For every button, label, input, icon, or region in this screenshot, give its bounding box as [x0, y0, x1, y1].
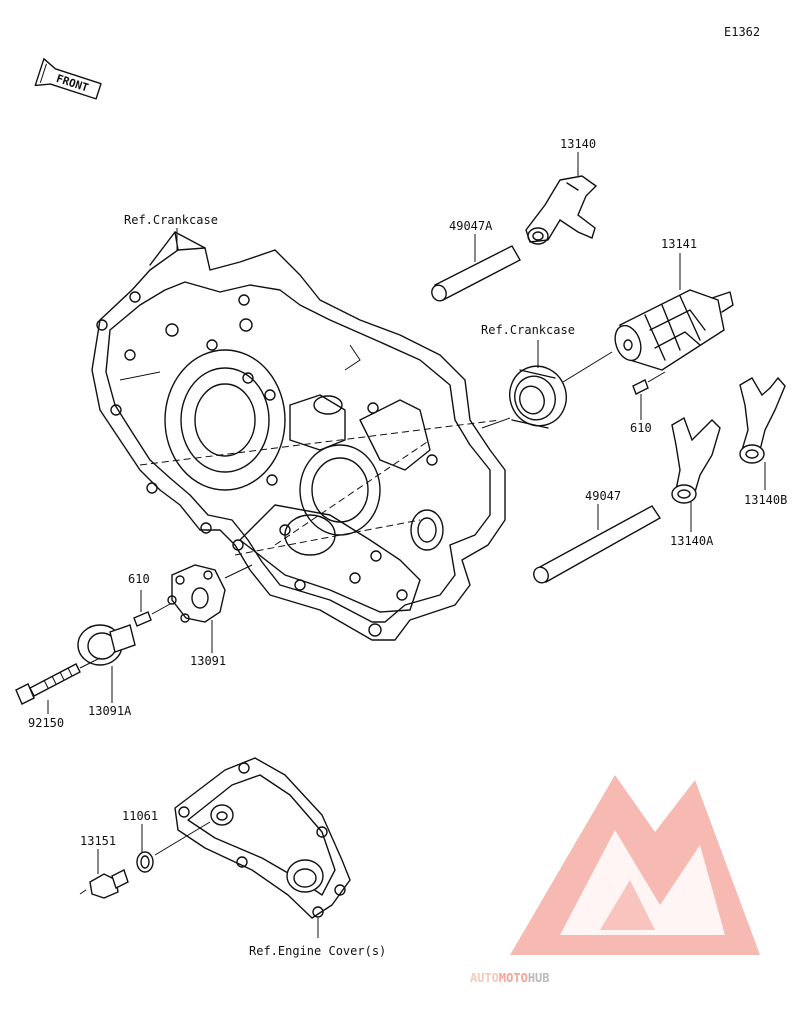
shift-fork-13140 [525, 175, 598, 245]
ref-crankcase-right-label: Ref.Crankcase [481, 323, 575, 337]
part-13140B-label: 13140B [744, 493, 787, 507]
ref-engine-cover-label: Ref.Engine Cover(s) [249, 944, 386, 958]
part-13140-label: 13140 [560, 137, 596, 151]
part-13091A-label: 13091A [88, 704, 132, 718]
shift-fork-13140A [671, 416, 721, 504]
bolt-92150 [15, 663, 81, 705]
diagram-id: E1362 [724, 25, 760, 39]
crankcase-bolt-holes [96, 291, 438, 637]
engine-cover [174, 757, 351, 919]
o-ring-11061 [136, 851, 154, 873]
part-13141-label: 13141 [661, 237, 697, 251]
shaft-49047A [431, 245, 521, 302]
part-11061-label: 11061 [122, 809, 158, 823]
shift-cam-13091 [167, 564, 226, 623]
part-610-left-label: 610 [128, 572, 150, 586]
shaft-49047 [533, 505, 662, 584]
front-arrow-icon: FRONT [34, 58, 102, 100]
svg-text:AUTOMOTOHUB: AUTOMOTOHUB [470, 971, 550, 985]
holder-13091A [77, 624, 136, 666]
watermark-moto: MOTO [499, 971, 528, 985]
shift-fork-13140B [739, 376, 786, 464]
automotohub-logo: AUTOMOTOHUB [470, 775, 760, 985]
part-49047A-label: 49047A [449, 219, 493, 233]
bearing [509, 365, 567, 429]
watermark-auto: AUTO [470, 971, 499, 985]
pin-610-left [133, 611, 152, 627]
shift-drum-13141 [614, 289, 734, 371]
part-13091-label: 13091 [190, 654, 226, 668]
part-610-right-label: 610 [630, 421, 652, 435]
switch-13151 [79, 869, 129, 899]
ref-crankcase-left-label: Ref.Crankcase [124, 213, 218, 227]
crankcase [91, 231, 506, 641]
part-13140A-label: 13140A [670, 534, 714, 548]
part-13151-label: 13151 [80, 834, 116, 848]
part-49047-label: 49047 [585, 489, 621, 503]
watermark-hub: HUB [528, 971, 550, 985]
part-92150-label: 92150 [28, 716, 64, 730]
pin-610-right [632, 379, 649, 395]
